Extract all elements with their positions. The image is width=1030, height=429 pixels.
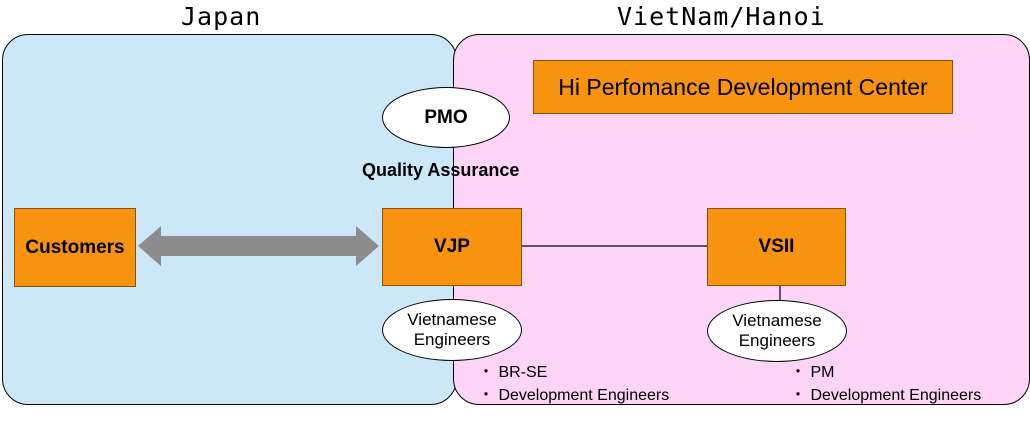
vjp-engineers-oval: Vietnamese Engineers xyxy=(382,299,522,361)
vsii-role-pm: ・ PM xyxy=(790,364,835,381)
customers-label: Customers xyxy=(25,236,125,258)
vjp-box: VJP xyxy=(382,208,522,286)
vsii-label: VSII xyxy=(758,236,795,257)
pmo-oval: PMO xyxy=(382,87,510,148)
vsii-engineers-line1: Vietnamese xyxy=(732,311,822,330)
development-center-banner: Hi Perfomance Development Center xyxy=(533,60,953,114)
vjp-engineers-line2: Engineers xyxy=(413,330,491,349)
vsii-engineers-oval: Vietnamese Engineers xyxy=(707,300,847,362)
vjp-role-dev-engineers: ・ Development Engineers xyxy=(478,387,670,404)
pmo-label: PMO xyxy=(424,106,468,128)
quality-assurance-label: Quality Assurance xyxy=(362,160,520,180)
vjp-label: VJP xyxy=(434,236,470,257)
vjp-engineers-line1: Vietnamese xyxy=(407,310,497,329)
vsii-engineers-line2: Engineers xyxy=(738,331,816,350)
vsii-role-dev-engineers: ・ Development Engineers xyxy=(790,387,982,404)
customers-vjp-double-arrow xyxy=(138,226,379,266)
vsii-box: VSII xyxy=(707,208,846,286)
vjp-role-br-se: ・ BR-SE xyxy=(478,364,548,381)
vietnam-title: VietNam/Hanoi xyxy=(617,2,826,31)
development-center-label: Hi Perfomance Development Center xyxy=(558,73,928,100)
japan-title: Japan xyxy=(181,2,262,31)
customers-box: Customers xyxy=(14,208,136,287)
